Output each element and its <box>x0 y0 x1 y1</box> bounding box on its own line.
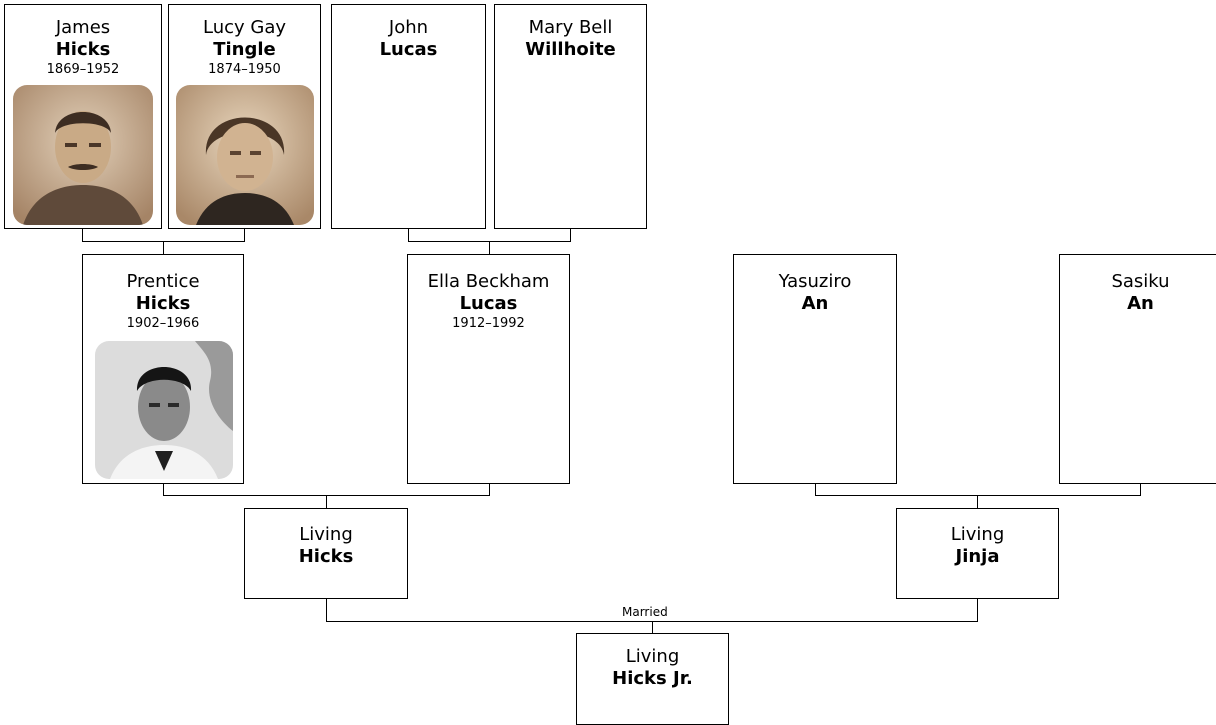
person-card-yasuziro-an[interactable]: Yasuziro An <box>733 254 897 484</box>
surname: Hicks <box>135 293 191 314</box>
given-name: James <box>55 17 111 38</box>
surname: Hicks Jr. <box>612 668 693 689</box>
connector-lucas-willhoite <box>408 229 571 254</box>
surname: Lucas <box>459 293 518 314</box>
person-card-living-hicks-jr[interactable]: Living Hicks Jr. <box>576 633 729 725</box>
given-name: Prentice <box>126 271 200 292</box>
person-card-ella-lucas[interactable]: Ella Beckham Lucas 1912–1992 <box>407 254 570 484</box>
surname: Hicks <box>298 546 354 567</box>
surname: Jinja <box>955 546 1000 567</box>
person-card-james-hicks[interactable]: James Hicks 1869–1952 <box>4 4 162 229</box>
person-card-john-lucas[interactable]: John Lucas <box>331 4 486 229</box>
connector-married <box>326 599 978 633</box>
person-card-sasiku-an[interactable]: Sasiku An <box>1059 254 1216 484</box>
married-label: Married <box>621 605 669 619</box>
given-name: John <box>388 17 429 38</box>
connector-prentice-ella <box>163 484 490 508</box>
life-dates: 1874–1950 <box>208 62 281 77</box>
surname: Lucas <box>379 39 438 60</box>
given-name: Sasiku <box>1111 271 1170 292</box>
portrait-photo[interactable] <box>95 341 233 479</box>
life-dates: 1902–1966 <box>126 316 200 331</box>
given-name: Mary Bell <box>528 17 613 38</box>
given-name: Living <box>950 524 1005 545</box>
person-card-lucy-tingle[interactable]: Lucy Gay Tingle 1874–1950 <box>168 4 321 229</box>
surname: An <box>801 293 829 314</box>
person-card-living-jinja[interactable]: Living Jinja <box>896 508 1059 599</box>
person-card-prentice-hicks[interactable]: Prentice Hicks 1902–1966 <box>82 254 244 484</box>
surname: Willhoite <box>525 39 616 60</box>
given-name: Yasuziro <box>778 271 852 292</box>
given-name: Ella Beckham <box>427 271 550 292</box>
connector-hicks-tingle <box>82 229 245 254</box>
surname: Hicks <box>55 39 111 60</box>
given-name: Living <box>299 524 353 545</box>
life-dates: 1869–1952 <box>46 62 120 77</box>
person-card-living-hicks[interactable]: Living Hicks <box>244 508 408 599</box>
given-name: Living <box>625 646 680 667</box>
given-name: Lucy Gay <box>202 17 287 38</box>
portrait-photo[interactable] <box>176 85 314 225</box>
life-dates: 1912–1992 <box>452 316 525 331</box>
portrait-photo[interactable] <box>13 85 153 225</box>
connector-yasuziro-sasiku <box>815 484 1141 508</box>
person-card-mary-willhoite[interactable]: Mary Bell Willhoite <box>494 4 647 229</box>
surname: Tingle <box>213 39 276 60</box>
surname: An <box>1127 293 1154 314</box>
